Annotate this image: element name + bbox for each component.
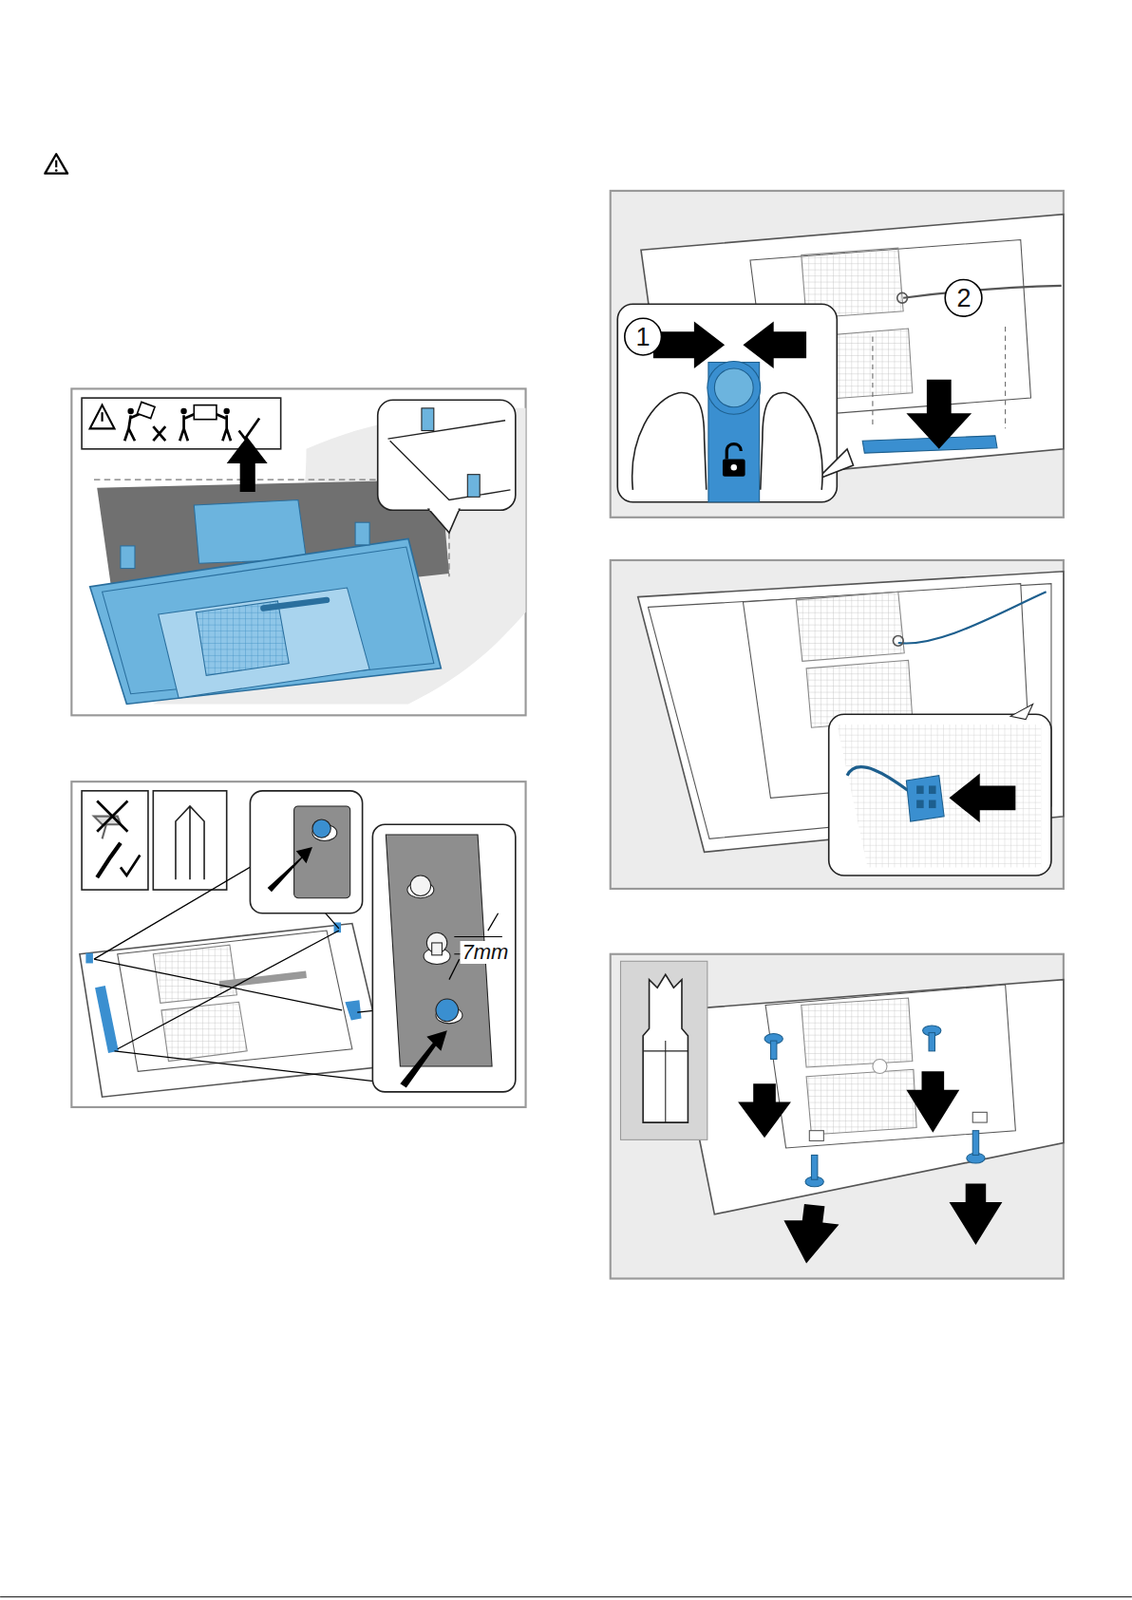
callout-number: 2 xyxy=(956,285,971,312)
clip-release-figure xyxy=(610,190,1064,518)
connector-figure xyxy=(610,560,1064,889)
dimension-label: 7mm xyxy=(460,941,511,964)
hood-lift-figure xyxy=(71,388,526,716)
warning-symbol xyxy=(44,153,68,173)
screw-preparation-figure xyxy=(71,781,526,1108)
callout-number: 1 xyxy=(635,324,650,351)
page-rule xyxy=(0,1596,1132,1598)
screw-fixing-figure xyxy=(610,954,1064,1280)
